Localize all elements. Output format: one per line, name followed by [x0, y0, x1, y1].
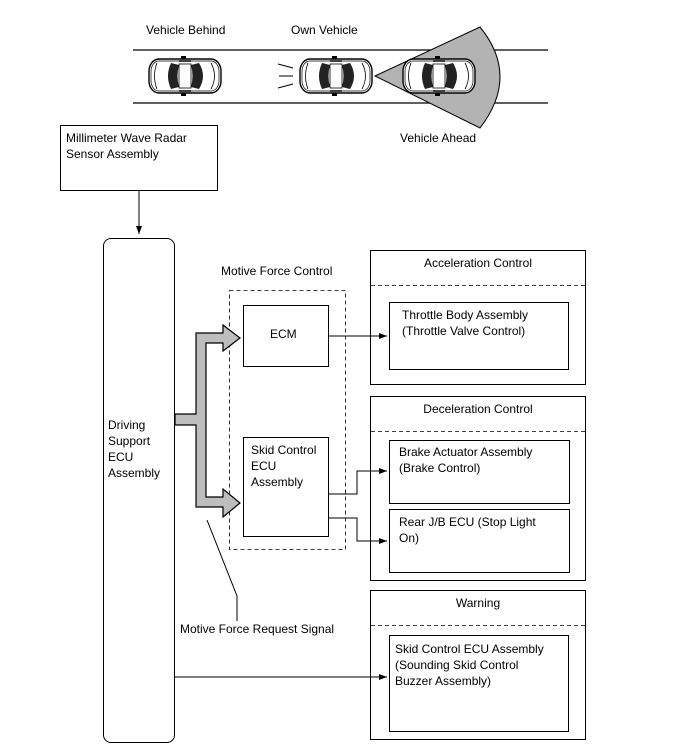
throttle-line2: (Throttle Valve Control) — [402, 324, 526, 338]
driving-ecu-line1: Driving — [108, 418, 146, 432]
driving-ecu-line3: ECU — [108, 450, 134, 464]
skid-ecu-line1: Skid Control — [251, 443, 317, 457]
acceleration-control-group: Acceleration Control — [370, 250, 586, 385]
rear-jb-ecu-box: Rear J/B ECU (Stop Light On) — [389, 509, 570, 573]
vehicle-behind-car — [148, 55, 222, 97]
motive-force-request-label: Motive Force Request Signal — [180, 622, 335, 636]
warning-group: Warning — [370, 590, 586, 740]
deceleration-control-group: Deceleration Control — [370, 396, 586, 581]
buzzer-line1: Skid Control ECU Assembly — [395, 642, 544, 656]
vehicle-behind-label: Vehicle Behind — [146, 23, 226, 37]
driving-ecu-line2: Support — [108, 434, 151, 448]
signal-leader-line — [206, 519, 238, 621]
ecm-box: ECM — [243, 305, 329, 367]
brake-line1: Brake Actuator Assembly — [399, 445, 533, 459]
acceleration-control-title: Acceleration Control — [423, 256, 533, 270]
vehicle-ahead-label: Vehicle Ahead — [400, 131, 477, 145]
brake-actuator-box: Brake Actuator Assembly (Brake Control) — [389, 440, 570, 504]
ecm-label: ECM — [270, 327, 297, 341]
radar-sensor-line2: Sensor Assembly — [66, 147, 159, 161]
vehicle-ahead-car — [402, 55, 476, 97]
driving-support-ecu-box: Driving Support ECU Assembly — [103, 238, 175, 743]
skid-ecu-line3: Assembly — [251, 475, 304, 489]
warning-title: Warning — [455, 596, 501, 610]
motive-force-region — [229, 290, 346, 550]
motive-force-control-label: Motive Force Control — [221, 264, 333, 278]
skid-control-ecu-box: Skid Control ECU Assembly — [243, 437, 329, 537]
brake-line2: (Brake Control) — [399, 461, 481, 475]
buzzer-box: Skid Control ECU Assembly (Sounding Skid… — [389, 635, 569, 732]
radar-sensor-line1: Millimeter Wave Radar — [66, 131, 187, 145]
driving-ecu-line4: Assembly — [108, 466, 161, 480]
rear-jb-line2: On) — [399, 531, 420, 545]
motion-lines — [277, 63, 294, 89]
buzzer-line3: Buzzer Assembly) — [395, 674, 492, 688]
own-vehicle-label: Own Vehicle — [291, 23, 358, 37]
throttle-line1: Throttle Body Assembly — [402, 308, 529, 322]
rear-jb-line1: Rear J/B ECU (Stop Light — [399, 515, 536, 529]
deceleration-control-title: Deceleration Control — [423, 402, 533, 416]
own-vehicle-car — [299, 55, 373, 97]
throttle-body-box: Throttle Body Assembly (Throttle Valve C… — [389, 302, 569, 370]
motive-force-arrow — [174, 323, 241, 519]
radar-sensor-box: Millimeter Wave Radar Sensor Assembly — [60, 125, 218, 191]
skid-ecu-line2: ECU — [251, 459, 277, 473]
buzzer-line2: (Sounding Skid Control — [395, 658, 519, 672]
